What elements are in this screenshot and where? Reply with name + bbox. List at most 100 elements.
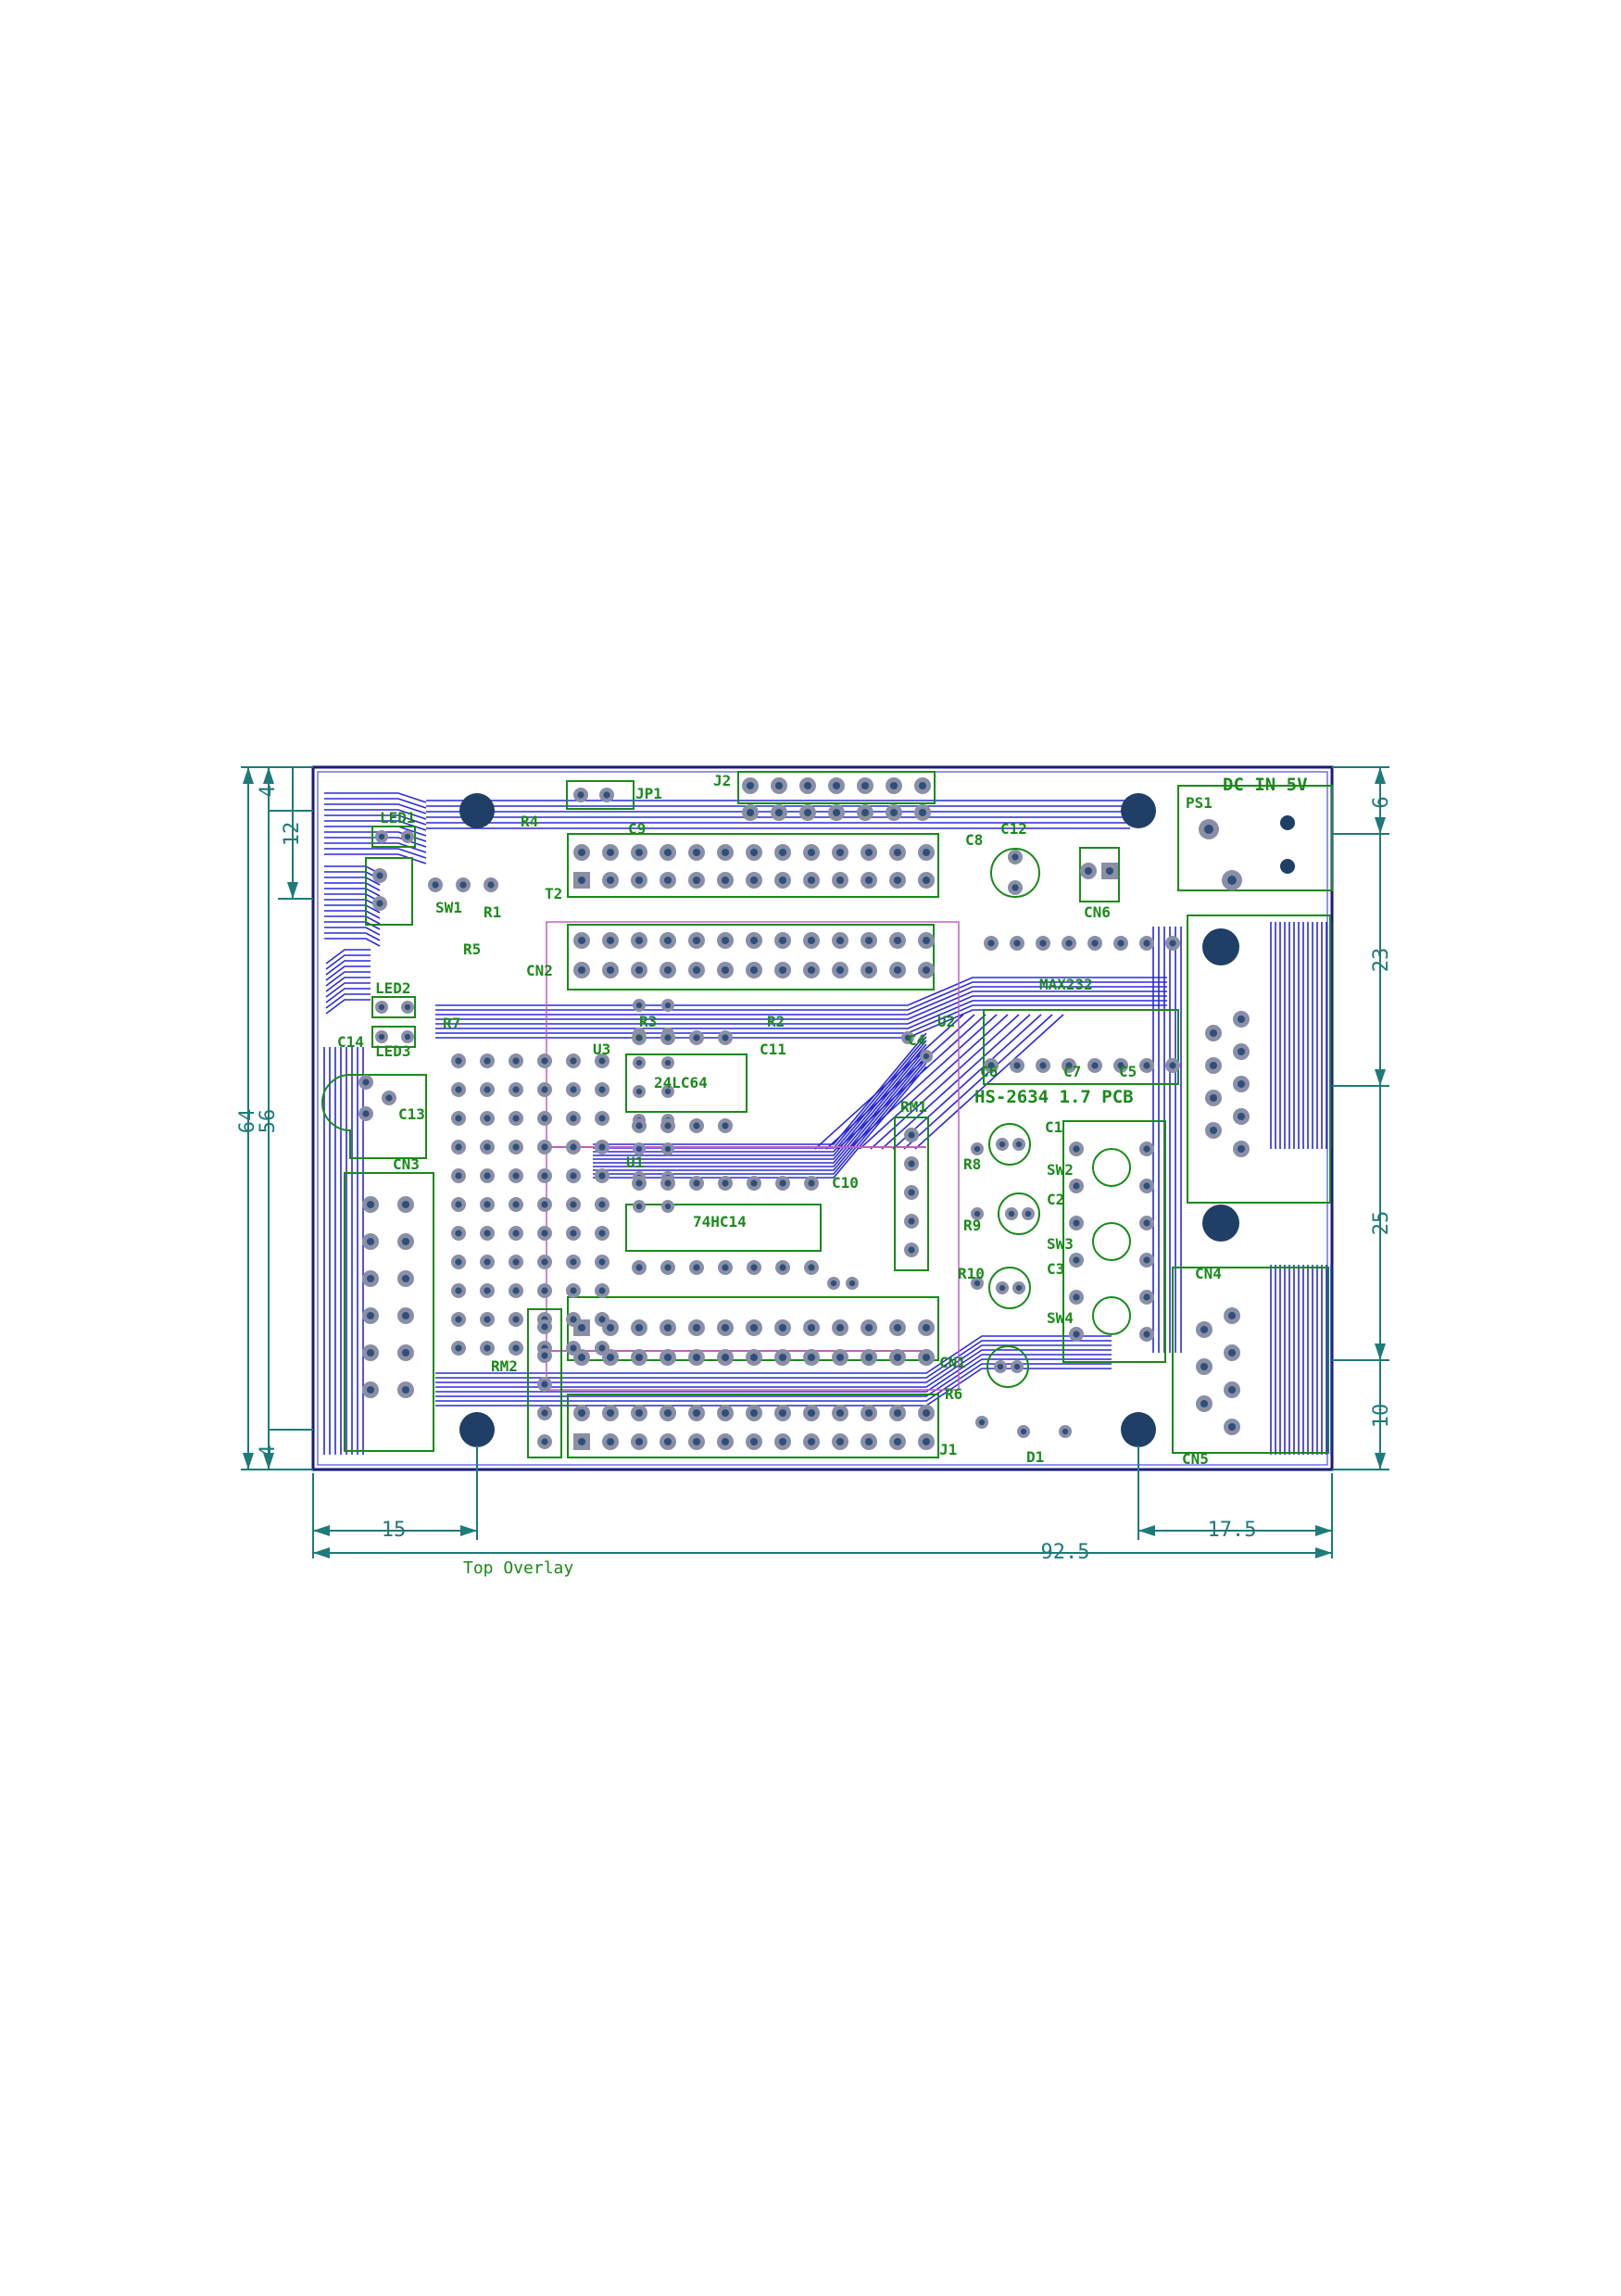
pad-hole: [1073, 1256, 1080, 1264]
pad-hole: [1204, 825, 1213, 834]
pad-hole: [836, 1353, 845, 1362]
pad-hole: [693, 1034, 700, 1041]
pad-hole: [455, 1201, 462, 1208]
switch-body: [1092, 1222, 1131, 1261]
pad-hole: [577, 1353, 586, 1362]
pad-hole: [635, 1264, 643, 1271]
pad-hole: [664, 1059, 672, 1066]
pad-hole: [721, 1408, 730, 1418]
c12-body: [990, 848, 1040, 898]
pad-hole: [1020, 1428, 1027, 1435]
pad-hole: [749, 936, 759, 945]
pad-hole: [893, 848, 902, 857]
pad-hole: [922, 1323, 931, 1332]
trace: [324, 853, 427, 864]
pad-hole: [692, 1323, 701, 1332]
trace: [825, 1014, 975, 1150]
pad-hole: [378, 1003, 385, 1011]
pad-hole: [1237, 1144, 1246, 1154]
pad-hole: [893, 1437, 902, 1446]
j1-outline: [567, 1394, 939, 1458]
pad-hole: [512, 1287, 520, 1294]
designator-d1: D1: [1026, 1448, 1044, 1466]
pad-hole: [1117, 1062, 1125, 1069]
pad-hole: [385, 1094, 393, 1102]
pad-hole: [807, 848, 816, 857]
designator-cn1: CN1: [939, 1354, 966, 1371]
switch-body: [1092, 1296, 1131, 1335]
designator-u2: U2: [937, 1013, 955, 1030]
jp1-outline: [566, 780, 635, 810]
pad-hole: [861, 781, 870, 790]
pad-hole: [722, 1264, 729, 1271]
pad-hole: [664, 1002, 672, 1009]
trace: [325, 977, 371, 992]
pad-hole: [1227, 1348, 1237, 1357]
designator-rm2: RM2: [491, 1357, 518, 1375]
pad-hole: [664, 1145, 672, 1153]
pad-hole: [749, 1408, 759, 1418]
designator-jp1: JP1: [635, 785, 662, 802]
pad-hole: [366, 1237, 375, 1246]
pad-hole: [577, 876, 586, 885]
pad-hole: [512, 1316, 520, 1323]
designator-c7: C7: [1063, 1063, 1081, 1080]
pad-hole: [577, 848, 586, 857]
pad-hole: [746, 781, 755, 790]
pad-hole: [484, 1230, 491, 1237]
pad-hole: [1008, 1210, 1015, 1217]
pad-hole: [541, 1230, 548, 1237]
dim-width: 92.5: [1041, 1541, 1090, 1564]
pad-hole: [1073, 1331, 1080, 1338]
dim-top-offset: 4: [257, 785, 280, 797]
trace: [325, 993, 371, 1009]
designator-c8: C8: [965, 831, 983, 849]
max232-outline: [983, 1009, 1179, 1085]
designator-cn6: CN6: [1084, 903, 1111, 921]
pad-hole: [1024, 1210, 1032, 1217]
pad-hole: [908, 1217, 915, 1225]
pad-hole: [807, 1353, 816, 1362]
pad-hole: [598, 1115, 606, 1122]
pad-hole: [606, 936, 615, 945]
designator-c4: C4: [908, 1031, 925, 1049]
pad-hole: [922, 1437, 931, 1446]
pad-hole: [721, 1353, 730, 1362]
dim-bottom-offset: 4: [257, 1444, 280, 1457]
pad-hole: [541, 1201, 548, 1208]
pad-hole: [778, 1408, 787, 1418]
trace: [435, 995, 1167, 1025]
pad-hole: [598, 1316, 606, 1323]
pad-hole: [746, 808, 755, 817]
designator-sw1: SW1: [435, 899, 462, 916]
pad-hole: [864, 936, 873, 945]
trace: [914, 1014, 1064, 1150]
pad-hole: [1013, 940, 1021, 947]
pad-hole: [922, 1408, 931, 1418]
led2-outline: [371, 996, 416, 1018]
pad-hole: [455, 1258, 462, 1266]
pad-hole: [512, 1201, 520, 1208]
pad-hole: [570, 1230, 577, 1237]
pad-hole: [484, 1172, 491, 1180]
designator-ps1: PS1: [1186, 794, 1213, 812]
pad-hole: [598, 1201, 606, 1208]
pad-hole: [663, 1408, 672, 1418]
pad-hole: [404, 833, 411, 840]
pad-hole: [778, 848, 787, 857]
connector-hole-upper: [1202, 928, 1239, 965]
sw-group-outline: [1062, 1120, 1166, 1363]
pad-hole: [598, 1057, 606, 1065]
pad-hole: [541, 1287, 548, 1294]
trace: [435, 1368, 1112, 1407]
pad-hole: [635, 1122, 643, 1129]
pad-hole: [404, 1003, 411, 1011]
trace: [324, 938, 381, 947]
designator-r4: R4: [521, 813, 538, 830]
pad-hole: [635, 1437, 644, 1446]
pad-hole: [598, 1172, 606, 1180]
designator-r7: R7: [443, 1015, 460, 1032]
pad-hole: [722, 1122, 729, 1129]
pad-hole: [778, 1323, 787, 1332]
designator-t2: T2: [545, 885, 562, 902]
